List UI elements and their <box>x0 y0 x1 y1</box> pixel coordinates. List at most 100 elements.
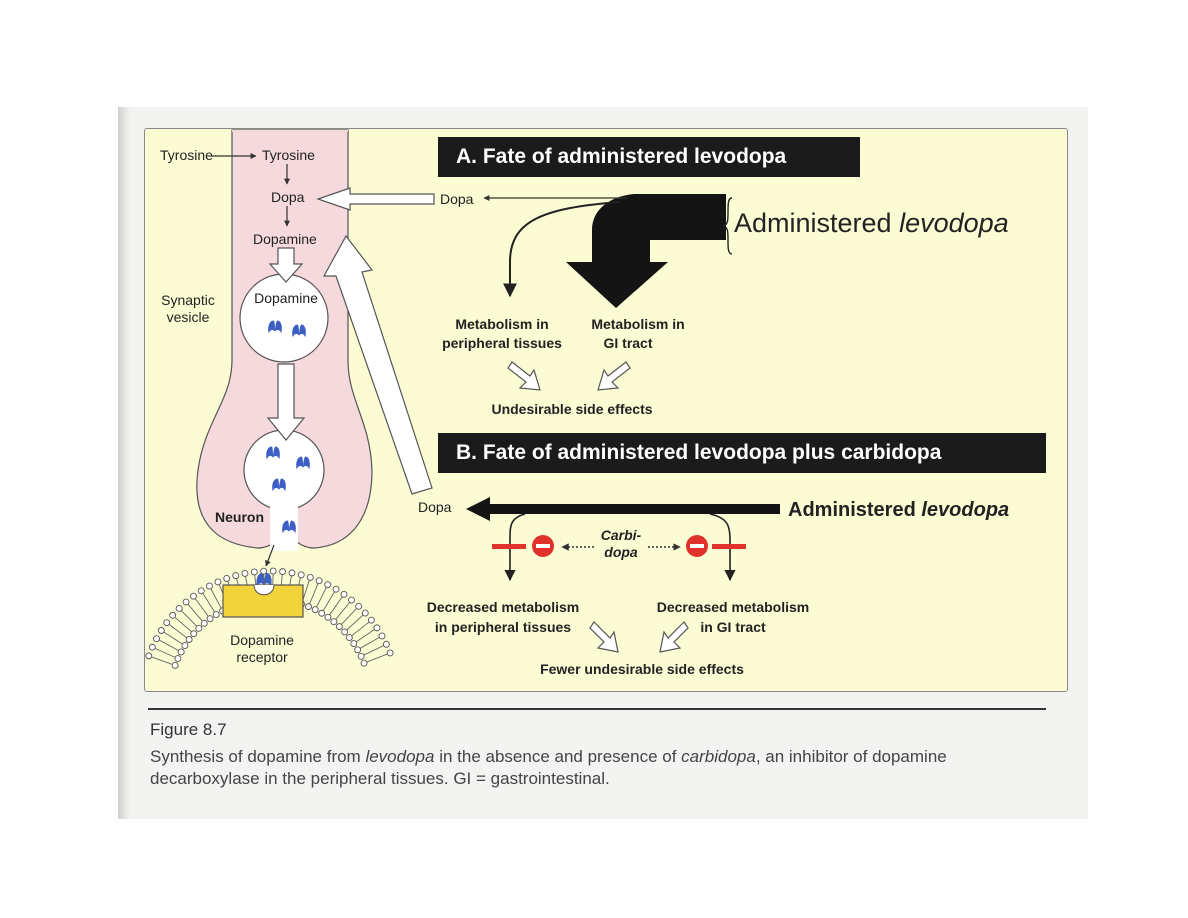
lipid-tail <box>174 616 192 633</box>
synaptic-vesicle <box>239 273 329 363</box>
fusing-vesicle <box>243 429 325 511</box>
lipid-tail <box>335 602 350 620</box>
gi-metabolism-arrow <box>566 194 726 308</box>
lipid-tail <box>154 647 176 658</box>
carbidopa-label-line1: Carbi- <box>601 527 642 543</box>
lipid-tail <box>158 639 179 651</box>
lipid-head <box>305 603 312 611</box>
lipid-head <box>189 592 197 600</box>
dopa-entry-arrow-a <box>316 187 435 211</box>
metab-gi-a-line2: GI tract <box>603 335 652 351</box>
lipid-head <box>330 618 338 626</box>
lipid-head <box>214 578 222 586</box>
receptor-label-line1: Dopamine <box>230 632 294 648</box>
lipid-head <box>297 571 305 579</box>
section-b-title: B. Fate of administered levodopa plus ca… <box>438 433 1046 473</box>
levodopa-main-arrow-b <box>466 497 780 521</box>
lipid-head <box>311 606 319 614</box>
lipid-head <box>260 567 268 575</box>
lipid-head <box>197 587 205 595</box>
lipid-head <box>174 655 182 663</box>
vesicle-label-line1: Synaptic <box>161 292 215 308</box>
lipid-head <box>345 634 353 641</box>
lipid-tail <box>329 596 343 616</box>
metab-peripheral-a-line2: peripheral tissues <box>442 335 562 351</box>
lipid-head <box>354 646 362 654</box>
lipid-head <box>306 574 314 581</box>
lipid-head <box>318 609 326 617</box>
dopa-entry-arrow-b <box>322 234 433 495</box>
lipid-head <box>324 613 332 621</box>
peripheral-metabolism-arrow <box>503 201 621 298</box>
lipid-head <box>350 640 358 647</box>
lipid-tail <box>187 604 203 622</box>
lipid-head <box>335 623 343 631</box>
figure-label: Figure 8.7 <box>150 720 227 739</box>
release-arrow <box>265 544 275 567</box>
lipid-head <box>355 602 363 610</box>
lipid-tail <box>151 656 173 665</box>
figure-caption: Synthesis of dopamine from levodopa in t… <box>150 747 947 788</box>
lipid-tail <box>180 610 198 627</box>
lipid-head <box>223 575 231 582</box>
lipid-tail <box>360 636 380 649</box>
lipid-head <box>348 596 355 604</box>
lipid-head <box>185 636 193 643</box>
decreased-peripheral-b-line2: in peripheral tissues <box>435 619 571 635</box>
vesicle-transport-arrow <box>266 363 306 441</box>
lipid-head <box>205 582 213 590</box>
side-effect-arrow-peripheral-b <box>589 621 619 653</box>
lipid-head <box>171 662 179 669</box>
vesicle-label-line2: vesicle <box>167 309 210 325</box>
lipid-head <box>190 630 198 638</box>
side-effects-b: Fewer undesirable side effects <box>540 661 744 677</box>
lipid-head <box>212 611 220 618</box>
dopa-label-b: Dopa <box>418 499 452 515</box>
lipid-tail <box>168 624 187 639</box>
section-a-title: A. Fate of administered levodopa <box>438 137 860 177</box>
lipid-tail <box>363 645 384 656</box>
lipid-head <box>360 659 368 667</box>
lipid-tail <box>302 580 310 602</box>
lipid-tail <box>202 593 215 613</box>
neuron-dopamine-label: Dopamine <box>253 231 317 247</box>
lipid-head <box>177 648 185 656</box>
minus-circle-icon <box>532 535 554 557</box>
caption-rule <box>148 708 1046 710</box>
lipid-head <box>250 568 258 576</box>
lipid-head <box>181 642 189 650</box>
administered-levodopa-a: Administered levodopa <box>734 208 1009 238</box>
lipid-tail <box>194 598 209 617</box>
lipid-head <box>182 598 190 606</box>
vesicle-dopamine-label: Dopamine <box>254 290 318 306</box>
minus-circle-icon <box>686 535 708 557</box>
decreased-gi-b-line2: in GI tract <box>700 619 766 635</box>
lipid-head <box>169 611 177 619</box>
lipid-head <box>324 581 332 589</box>
lipid-tail <box>322 591 335 611</box>
lipid-head <box>241 570 249 577</box>
neuron-dopa-label: Dopa <box>271 189 305 205</box>
lipid-head <box>315 577 323 585</box>
lipid-tail <box>163 631 183 645</box>
lipid-head <box>153 635 160 643</box>
administered-levodopa-b: Administered levodopa <box>788 499 1009 521</box>
lipid-head <box>367 616 375 624</box>
lipid-head <box>340 590 348 598</box>
lipid-head <box>232 572 240 580</box>
lipid-tail <box>309 583 319 605</box>
metab-gi-a-line1: Metabolism in <box>591 316 684 332</box>
inhibition-bar-peripheral <box>492 544 526 549</box>
lipid-head <box>378 632 386 640</box>
lipid-tail <box>316 587 327 608</box>
lipid-head <box>175 605 183 612</box>
lipid-tail <box>210 588 222 609</box>
administered-brace <box>722 197 733 255</box>
lipid-head <box>269 567 277 575</box>
lipid-head <box>382 640 390 648</box>
side-effect-arrow-gi-a <box>597 361 631 391</box>
neuron-label: Neuron <box>215 509 264 525</box>
lipid-head <box>279 568 287 576</box>
lipid-head <box>148 643 156 651</box>
